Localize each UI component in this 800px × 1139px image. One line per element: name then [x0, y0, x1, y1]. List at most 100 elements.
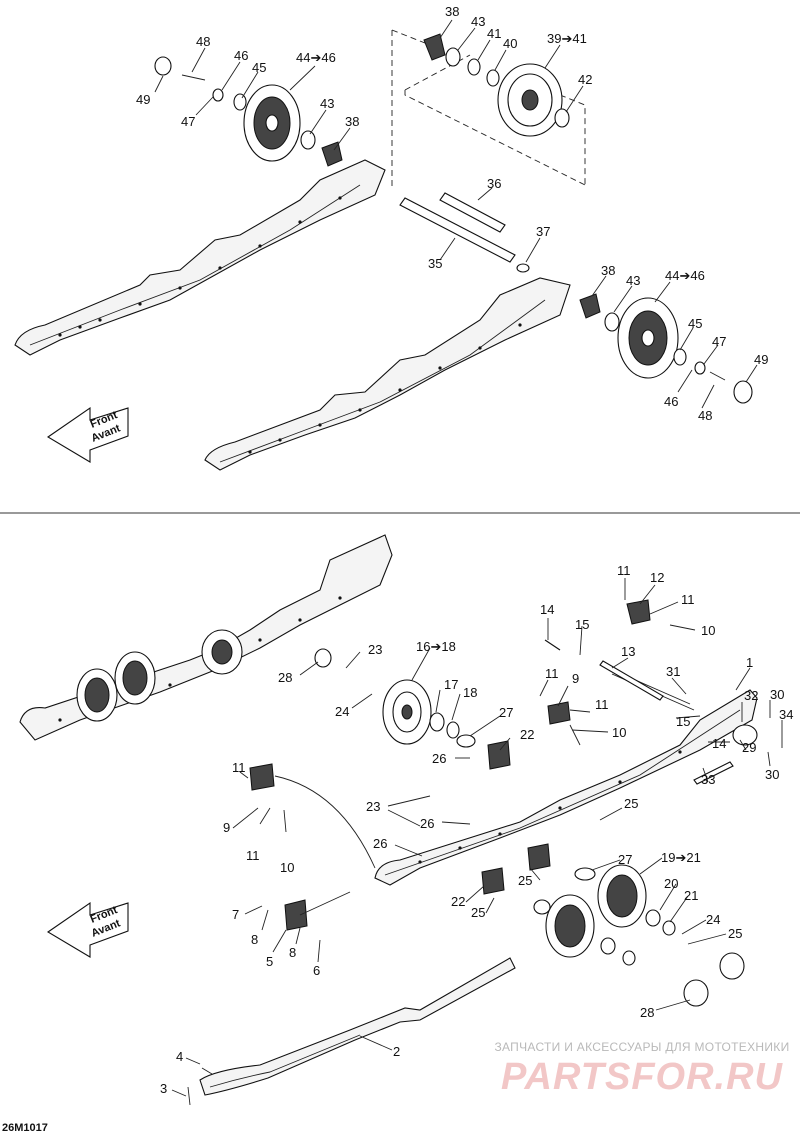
- callout-13: 13: [621, 644, 635, 659]
- callout-34: 34: [779, 707, 793, 722]
- callout-3: 3: [160, 1081, 167, 1096]
- callout-31: 31: [666, 664, 680, 679]
- callout-45: 45: [252, 60, 266, 75]
- callout-25: 25: [518, 873, 532, 888]
- front-arrow-top: Front Avant: [46, 406, 129, 463]
- assembled-rail: [19, 534, 393, 741]
- callout-16-18: 16➔18: [416, 639, 456, 654]
- callout-47: 47: [181, 114, 195, 129]
- callout-38: 38: [345, 114, 359, 129]
- callout-49: 49: [136, 92, 150, 107]
- callout-7: 7: [232, 907, 239, 922]
- callout-28: 28: [278, 670, 292, 685]
- callout-46: 46: [664, 394, 678, 409]
- callout-26: 26: [373, 836, 387, 851]
- callout-38: 38: [601, 263, 615, 278]
- callout-10: 10: [612, 725, 626, 740]
- callout-26: 26: [420, 816, 434, 831]
- slide-runner: [187, 957, 516, 1106]
- bottom-leaders: [171, 578, 783, 1097]
- callout-48: 48: [196, 34, 210, 49]
- callout-8: 8: [251, 932, 258, 947]
- bolts: [544, 639, 734, 785]
- callout-33: 33: [701, 772, 715, 787]
- callout-23: 23: [366, 799, 380, 814]
- callout-14: 14: [540, 602, 554, 617]
- bottom-section: Front Avant: [19, 534, 793, 1106]
- callout-30: 30: [765, 767, 779, 782]
- callout-11: 11: [681, 592, 695, 607]
- callout-25: 25: [728, 926, 742, 941]
- callout-47: 47: [712, 334, 726, 349]
- left-spoke-wheel-top: [154, 56, 343, 167]
- callout-11: 11: [617, 563, 631, 578]
- callout-40: 40: [503, 36, 517, 51]
- callout-24: 24: [706, 912, 720, 927]
- upper-idler-wheel: [423, 33, 570, 137]
- left-rail-top: [14, 159, 386, 356]
- callout-20: 20: [664, 876, 678, 891]
- callout-27: 27: [499, 705, 513, 720]
- callout-45: 45: [688, 316, 702, 331]
- callout-11: 11: [595, 697, 609, 712]
- callout-35: 35: [428, 256, 442, 271]
- callout-44-46: 44➔46: [296, 50, 336, 65]
- figure-code: 26M1017: [2, 1122, 48, 1134]
- callout-1: 1: [746, 655, 753, 670]
- axle-tubes: [399, 192, 530, 273]
- callout-46: 46: [234, 48, 248, 63]
- watermark-caption: ЗАПЧАСТИ И АКСЕССУАРЫ ДЛЯ МОТОТЕХНИКИ: [494, 1040, 790, 1054]
- callout-43: 43: [471, 14, 485, 29]
- callout-19-21: 19➔21: [661, 850, 701, 865]
- assembly-arrow: [299, 891, 351, 916]
- front-arrow-bottom: Front Avant: [46, 901, 129, 958]
- callout-25: 25: [471, 905, 485, 920]
- watermark-logo: PARTSFOR.RU: [501, 1056, 783, 1098]
- callout-12: 12: [650, 570, 664, 585]
- callout-6: 6: [313, 963, 320, 978]
- callout-9: 9: [572, 671, 579, 686]
- callout-30: 30: [770, 687, 784, 702]
- callout-10: 10: [280, 860, 294, 875]
- right-rail-top: [204, 277, 571, 471]
- callout-23: 23: [368, 642, 382, 657]
- right-spoke-wheel-top: [579, 293, 753, 404]
- callout-17: 17: [444, 677, 458, 692]
- callout-41: 41: [487, 26, 501, 41]
- assembly-arrow: [569, 724, 581, 746]
- callout-14: 14: [712, 736, 726, 751]
- callout-24: 24: [335, 704, 349, 719]
- callout-32: 32: [744, 688, 758, 703]
- callout-44-46: 44➔46: [665, 268, 705, 283]
- callout-18: 18: [463, 685, 477, 700]
- callout-43: 43: [320, 96, 334, 111]
- top-callouts: 38 43 41 40 39➔41 42 48 46 45 44➔46 49 4…: [136, 4, 768, 423]
- callout-15: 15: [575, 617, 589, 632]
- callout-38: 38: [445, 4, 459, 19]
- callout-10: 10: [701, 623, 715, 638]
- top-leaders: [154, 19, 758, 409]
- callout-26: 26: [432, 751, 446, 766]
- callout-8: 8: [289, 945, 296, 960]
- callout-22: 22: [451, 894, 465, 909]
- callout-5: 5: [266, 954, 273, 969]
- callout-43: 43: [626, 273, 640, 288]
- callout-42: 42: [578, 72, 592, 87]
- callout-27: 27: [618, 852, 632, 867]
- callout-28: 28: [640, 1005, 654, 1020]
- callout-11: 11: [232, 760, 246, 775]
- rail-holes: [58, 196, 342, 337]
- callout-15: 15: [676, 714, 690, 729]
- dashed-outline: [391, 29, 586, 190]
- assembly-arrow: [274, 775, 376, 869]
- callout-21: 21: [684, 888, 698, 903]
- callout-2: 2: [393, 1044, 400, 1059]
- callout-29: 29: [742, 740, 756, 755]
- rail-holes: [248, 323, 522, 454]
- idler-wheels-bottom: [314, 648, 745, 1007]
- top-section: Front Avant: [14, 4, 768, 471]
- callout-36: 36: [487, 176, 501, 191]
- callout-9: 9: [223, 820, 230, 835]
- callout-4: 4: [176, 1049, 183, 1064]
